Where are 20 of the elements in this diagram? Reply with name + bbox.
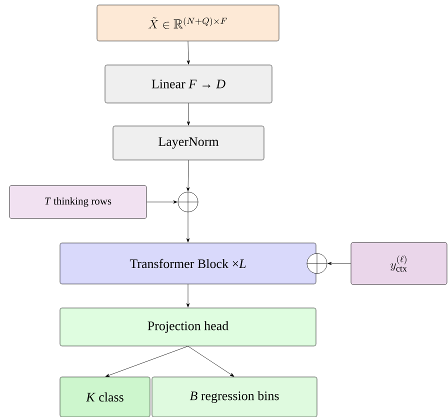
arrow [328,262,351,266]
arrow [105,346,188,377]
input-box: T thinking rows [9,185,147,219]
sum-circle [178,192,198,212]
input-box: $y_{\mathrm{ctx}}^{(\ell)}$ [350,242,448,285]
arrow [146,200,178,204]
arrow [186,160,190,192]
sum-circle [306,253,328,274]
input-box: $\tilde{X} \in \mathbb{R}^{(N+Q)\times F}$ [96,4,280,42]
arrow [186,212,190,242]
transformer-box: Transformer Block ×L [60,242,316,284]
arrow [186,41,190,64]
output-box: K class [60,376,150,417]
arrow [188,346,234,377]
process-box: LayerNorm [112,126,264,160]
output-box: B regression bins [152,376,318,417]
arrow [186,284,190,308]
process-box: Linear F → D [104,64,272,104]
arrow [186,103,190,126]
process-box: Projection head [60,308,316,346]
